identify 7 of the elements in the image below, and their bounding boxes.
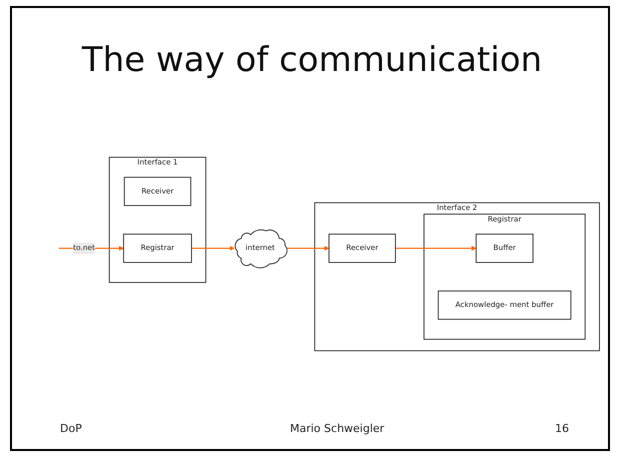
slide-title: The way of communication [80,40,544,80]
footer-text: Mario Schweigler [290,422,384,435]
arrow [286,246,330,251]
arrow [192,246,235,251]
footer-text: DoP [60,422,82,435]
footer-text: 16 [555,422,569,435]
arrow [395,246,476,251]
